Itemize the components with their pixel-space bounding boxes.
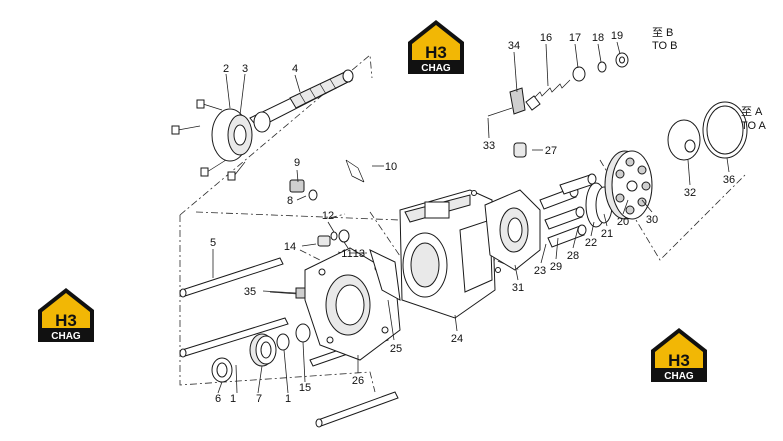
spool-17	[572, 66, 586, 82]
part-label: 28	[567, 250, 579, 262]
to-a-note-cn: 至 A	[741, 106, 763, 118]
oring-36	[702, 101, 748, 159]
part-label: 11	[341, 248, 352, 260]
part-number-labels: 1 1 2 3 4 5 6 7 8 9 10 11 12 13 14 15 16…	[210, 30, 735, 405]
part-label: 22	[585, 237, 597, 249]
part-label: 14	[284, 241, 296, 253]
watermark-logo: H3 CHAG	[38, 288, 94, 342]
logo-word: CHAG	[664, 371, 694, 382]
watermark-logo: H3 CHAG	[651, 328, 707, 382]
part-label: 31	[512, 282, 524, 294]
to-b-note-en: TO B	[652, 40, 677, 52]
watermark-logo: H3 CHAG	[408, 20, 464, 74]
part-label: 19	[611, 30, 623, 42]
part-label: 20	[617, 216, 629, 228]
part-label: 27	[545, 145, 557, 157]
bearing-7	[249, 333, 277, 367]
plug-fitting	[289, 179, 318, 201]
part-label: 7	[256, 393, 262, 405]
pin-part	[345, 159, 365, 183]
part-label: 2	[223, 63, 229, 75]
part-label: 12	[322, 210, 334, 222]
cylinder-block	[604, 150, 653, 220]
logo-word: CHAG	[421, 63, 451, 74]
bolt-35	[269, 287, 306, 299]
part-label: 18	[592, 32, 604, 44]
part-label: 1	[285, 393, 291, 405]
piston	[544, 206, 585, 230]
seal-ring-6	[211, 357, 233, 383]
piston	[547, 224, 587, 248]
logo-letters: H3	[55, 311, 77, 330]
to-a-note-en: TO A	[741, 120, 767, 132]
part-label: 4	[292, 63, 298, 75]
to-b-note-cn: 至 B	[652, 27, 673, 39]
drive-shaft	[249, 69, 354, 133]
flange-bolt	[196, 99, 223, 111]
seal-18	[597, 61, 607, 73]
part-label: 35	[244, 286, 256, 298]
logo-letters: H3	[425, 43, 447, 62]
part-label: 9	[294, 157, 300, 169]
part-label: 8	[287, 195, 293, 207]
part-label: 15	[299, 382, 311, 394]
assembly-centerlines	[179, 54, 746, 393]
front-flange-assembly	[171, 99, 253, 181]
flange-bolt	[171, 125, 201, 135]
connection-notes: 至 B TO B 至 A TO A	[652, 27, 767, 132]
oring-15	[295, 323, 311, 343]
part-label: 21	[601, 228, 613, 240]
part-label: 10	[385, 161, 397, 173]
part-label: 17	[569, 32, 581, 44]
part-label: 5	[210, 237, 216, 249]
leader-lines	[212, 41, 730, 394]
part-label: 30	[646, 214, 658, 226]
part-label: 34	[508, 40, 520, 52]
snap-ring-1	[276, 333, 290, 351]
logo-word: CHAG	[51, 331, 81, 342]
flange-bolt	[200, 159, 227, 177]
part-label: 24	[451, 333, 463, 345]
swash-plate	[484, 189, 541, 271]
front-cover	[304, 247, 401, 361]
part-label: 32	[684, 187, 696, 199]
part-label: 3	[242, 63, 248, 75]
block-34	[487, 87, 526, 117]
spring-16	[525, 79, 571, 111]
part-label: 6	[215, 393, 221, 405]
part-label: 25	[390, 343, 402, 355]
part-label: 36	[723, 174, 735, 186]
part-label: 29	[550, 261, 562, 273]
part-label: 33	[483, 140, 495, 152]
washer-19	[615, 52, 629, 68]
part-label: 16	[540, 32, 552, 44]
pump-housing	[399, 189, 501, 319]
part-label: 23	[534, 265, 546, 277]
part-label: 1	[230, 393, 236, 405]
sleeve-27	[513, 142, 527, 158]
logo-letters: H3	[668, 351, 690, 370]
flange-bolt	[227, 161, 246, 181]
part-label: 26	[352, 375, 364, 387]
valve-plate	[667, 119, 701, 161]
small-plug	[317, 229, 353, 256]
part-label: 13	[353, 248, 365, 260]
